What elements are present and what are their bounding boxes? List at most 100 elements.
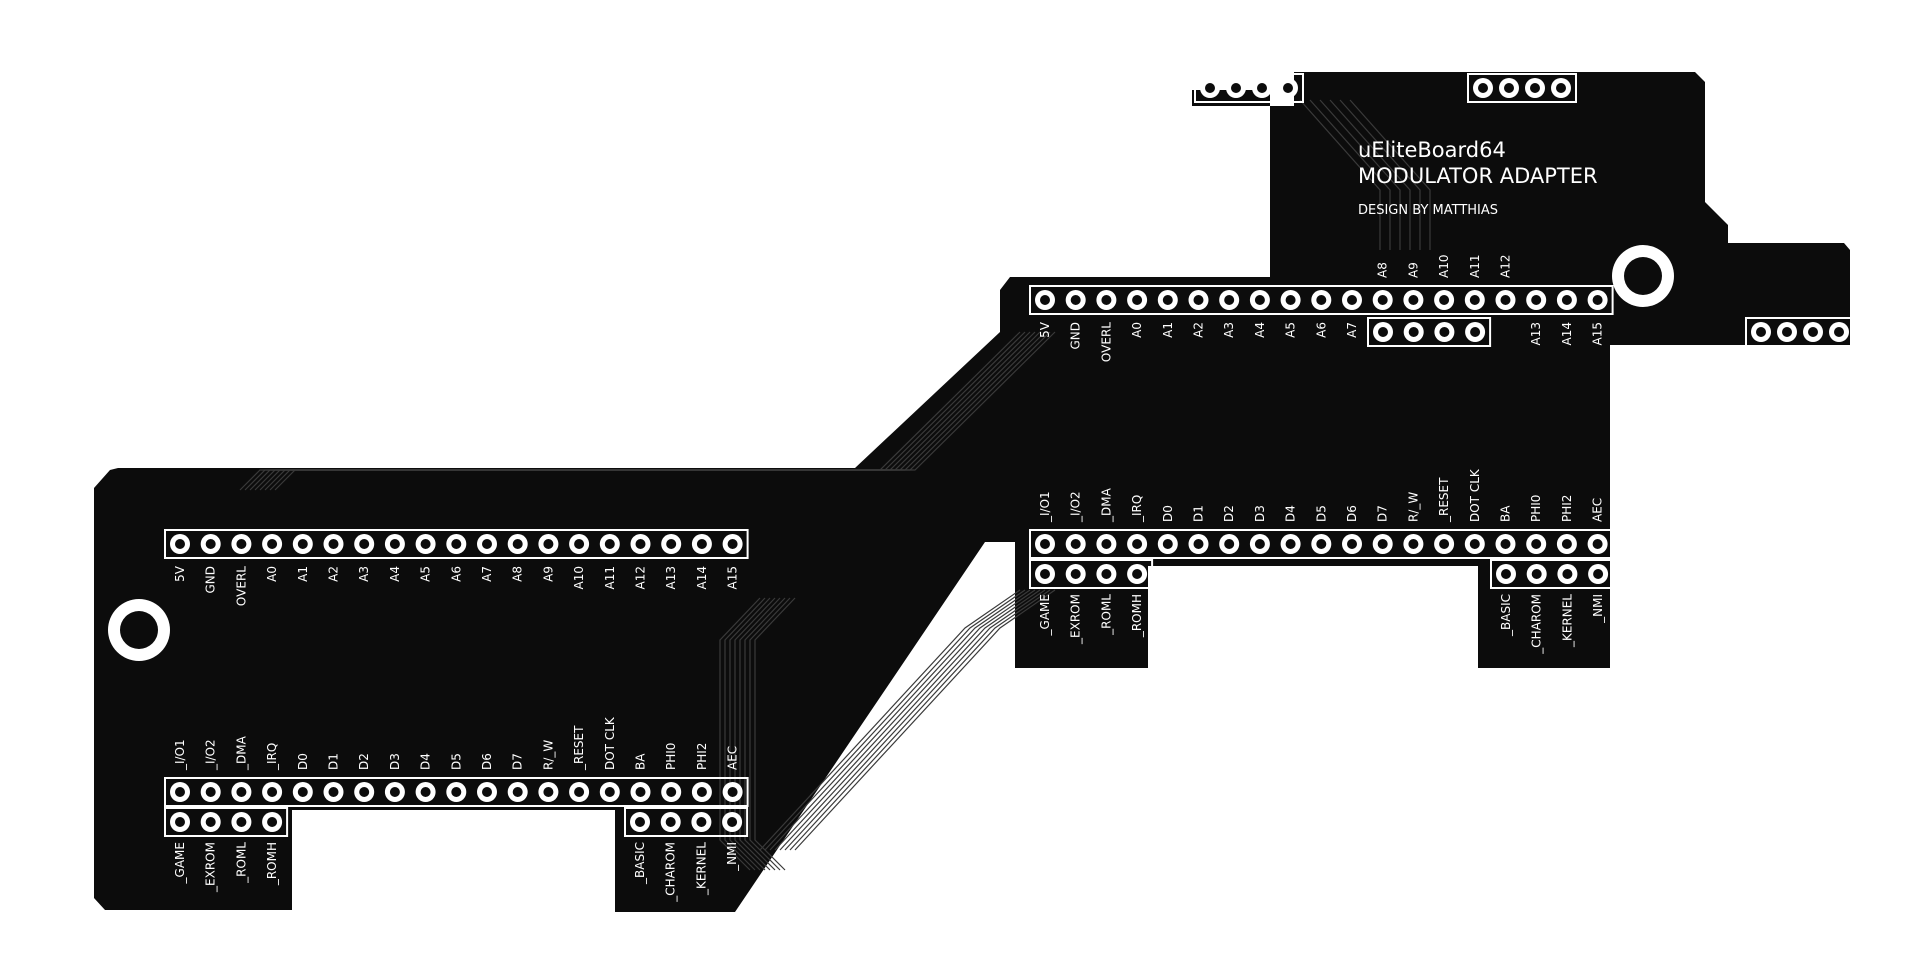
pin-label: A0 bbox=[1130, 322, 1144, 338]
header-pin-hole bbox=[205, 787, 216, 797]
mounting-hole-left-inner bbox=[120, 611, 158, 649]
header-pin-hole bbox=[1316, 539, 1327, 549]
right-sub-header-c bbox=[1490, 559, 1615, 589]
header-pin-hole bbox=[1469, 539, 1480, 549]
header-pin-hole bbox=[236, 539, 247, 549]
pin-label: A9 bbox=[1406, 262, 1420, 278]
pin-label: D4 bbox=[419, 753, 433, 770]
pin-label: A15 bbox=[726, 566, 740, 589]
pin-label: A15 bbox=[1591, 322, 1605, 345]
pin-label: A5 bbox=[419, 566, 433, 582]
copper-trace bbox=[719, 597, 761, 871]
copper-trace bbox=[754, 597, 796, 871]
header-pin-hole bbox=[328, 787, 339, 797]
left-sub-header-a-outline bbox=[164, 807, 289, 837]
copper-trace bbox=[764, 589, 1026, 851]
header-pin-hole bbox=[1283, 83, 1293, 93]
right-data-header bbox=[1029, 529, 1614, 559]
pin-label: D6 bbox=[480, 753, 494, 770]
pin-label: D7 bbox=[1376, 505, 1390, 522]
header-pin-hole bbox=[328, 539, 339, 549]
right-sub-header-b bbox=[1029, 559, 1154, 589]
header-pin-hole bbox=[482, 539, 492, 549]
top-left-header-outline bbox=[1194, 73, 1304, 103]
header-pin-hole bbox=[1257, 83, 1267, 93]
copper-trace bbox=[794, 589, 1056, 851]
pin-label: A14 bbox=[695, 566, 709, 589]
copper-trace bbox=[784, 589, 1046, 851]
pin-label: D0 bbox=[296, 753, 310, 770]
copper-trace bbox=[1299, 99, 1381, 250]
right-sub-header-a bbox=[1367, 317, 1492, 347]
pin-label: 5V bbox=[1038, 321, 1052, 338]
header-pin-hole bbox=[297, 787, 308, 797]
pin-label: A0 bbox=[265, 566, 279, 582]
pin-label: OVERL bbox=[1099, 322, 1113, 362]
pin-label: _EXROM bbox=[204, 842, 218, 893]
pin-label: _RESET bbox=[1437, 477, 1451, 523]
header-pin-hole bbox=[267, 539, 278, 549]
copper-trace bbox=[734, 597, 776, 871]
header-pin-hole bbox=[1162, 539, 1173, 549]
pin-label: _ROML bbox=[1099, 594, 1113, 636]
header-pin-hole bbox=[512, 787, 523, 797]
pin-label: _BASIC bbox=[633, 842, 647, 885]
header-pin-hole bbox=[1756, 327, 1766, 337]
header-pin-hole bbox=[1254, 539, 1265, 549]
header-pin-hole bbox=[1470, 327, 1481, 337]
header-pin-hole bbox=[635, 787, 646, 797]
pin-label: PHI2 bbox=[695, 743, 709, 770]
header-pin-hole bbox=[1132, 295, 1143, 305]
header-pin-hole bbox=[574, 787, 585, 797]
pin-label: A6 bbox=[1314, 322, 1328, 338]
right-address-header bbox=[1029, 285, 1614, 315]
header-pin-hole bbox=[1782, 327, 1792, 337]
header-pin-hole bbox=[635, 817, 645, 827]
pin-label: D2 bbox=[1222, 505, 1236, 522]
copper-trace bbox=[1329, 99, 1411, 250]
pin-label: R/_W bbox=[1406, 492, 1420, 522]
header-pin-hole bbox=[1531, 295, 1542, 305]
pin-label: _KERNEL bbox=[1560, 594, 1574, 648]
pin-label: GND bbox=[1069, 322, 1083, 350]
left-sub-header-b bbox=[624, 807, 749, 837]
right-sub-header-a-outline bbox=[1367, 317, 1492, 347]
pin-label: D4 bbox=[1284, 505, 1298, 522]
copper-trace bbox=[1339, 99, 1421, 250]
top-left-header bbox=[1194, 73, 1304, 103]
header-pin-hole bbox=[451, 539, 462, 549]
copper-trace bbox=[744, 597, 786, 871]
copper-traces bbox=[239, 99, 1431, 871]
pin-label: _I/O2 bbox=[204, 739, 218, 771]
header-pin-hole bbox=[297, 539, 308, 549]
pin-label: A14 bbox=[1560, 322, 1574, 345]
header-pin-hole bbox=[359, 787, 370, 797]
pin-label: A1 bbox=[1161, 322, 1175, 338]
header-pin-hole bbox=[1501, 569, 1511, 579]
header-pin-hole bbox=[1561, 539, 1572, 549]
copper-trace bbox=[759, 589, 1021, 851]
header-pin-hole bbox=[1408, 539, 1419, 549]
pin-label: _EXROM bbox=[1069, 594, 1083, 645]
header-pin-hole bbox=[267, 817, 278, 827]
pin-label: _I/O1 bbox=[173, 739, 187, 771]
header-pin-hole bbox=[1316, 295, 1327, 305]
pin-label: GND bbox=[204, 566, 218, 594]
pin-label: _RESET bbox=[572, 725, 586, 771]
header-pin-hole bbox=[1592, 539, 1603, 549]
pin-label: _NMI bbox=[1591, 594, 1605, 624]
pin-label: _IRQ bbox=[1130, 495, 1144, 523]
pin-label: A1 bbox=[296, 566, 310, 582]
pin-label: D0 bbox=[1161, 505, 1175, 522]
header-pin-hole bbox=[1040, 569, 1050, 579]
pin-label: A9 bbox=[541, 566, 555, 582]
header-pin-hole bbox=[1561, 295, 1572, 305]
pin-label: A10 bbox=[572, 566, 586, 589]
header-pin-hole bbox=[1530, 83, 1540, 93]
header-pin-hole bbox=[389, 787, 400, 797]
side-header-outline bbox=[1745, 317, 1855, 347]
header-pin-hole bbox=[1070, 295, 1081, 305]
header-pin-hole bbox=[666, 787, 677, 797]
pin-label: BA bbox=[1499, 505, 1513, 522]
copper-trace bbox=[749, 597, 791, 871]
